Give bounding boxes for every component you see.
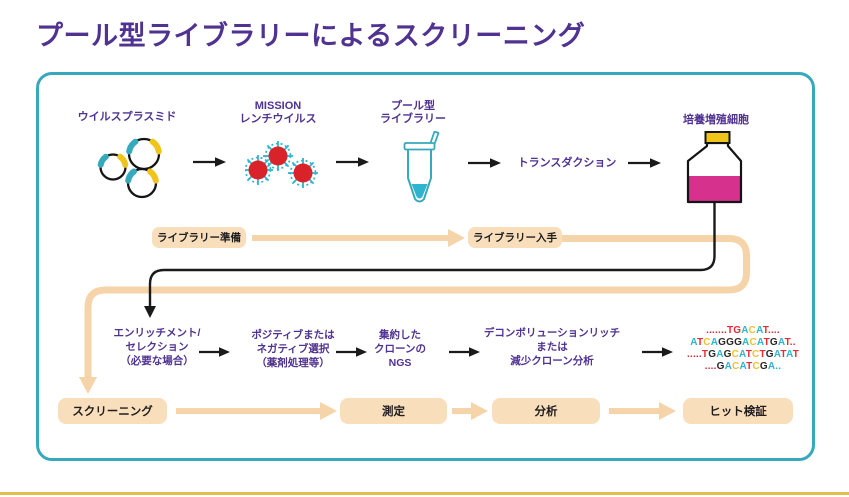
plasmid-icon [97,137,162,199]
phase-measurement-box: 測定 [340,398,447,424]
arrow-right-icon [193,157,226,167]
phase-analysis-label: 分析 [534,406,558,418]
black-elbow-connector [144,203,716,318]
library-prepare-label: ライブラリー準備 [157,232,241,244]
label-cultured-cells: 培養増殖細胞 [683,114,749,126]
library-prepare-box: ライブラリー準備 [152,227,246,248]
peach-arrow-icon [452,402,488,420]
phase-analysis-box: 分析 [492,398,600,424]
culture-flask-icon [686,131,743,204]
phase-hit-validation-label: ヒット検証 [709,406,767,418]
label-virus-plasmid: ウイルスプラスミド [77,111,177,123]
lentivirus-icon [245,140,319,189]
arrow-right-icon [336,157,369,167]
label-enrichment-selection: エンリッチメント/ セレクション （必要な場合） [113,327,201,367]
phase-hit-validation-box: ヒット検証 [683,398,793,424]
bottom-gold-rule [0,492,849,495]
arrow-right-icon [336,347,367,357]
arrow-right-icon [468,158,501,168]
peach-arrow-icon [609,402,676,420]
page-title: プール型ライブラリーによるスクリーニング [36,21,586,51]
peach-loop-connector [79,235,750,394]
arrow-right-icon [199,347,230,357]
label-pool-library: プール型 ライブラリー [380,100,446,125]
phase-screening-box: スクリーニング [58,398,167,424]
peach-arrow-icon [176,402,337,420]
label-mission-lentivirus: MISSION レンチウイルス [239,100,317,125]
arrow-right-icon [449,347,480,357]
label-deconvolution-analysis: デコンボリューションリッチ または 減少クローン分析 [483,327,621,367]
library-obtain-label: ライブラリー入手 [473,232,557,244]
dna-sequence: .......TGACAT....ATCAGGGACATGAT.......TG… [687,325,799,372]
label-positive-negative-selection: ポジティブまたは ネガティブ選択 （薬剤処理等） [251,329,335,369]
tube-icon [403,131,440,203]
label-pooled-clone-ngs: 集約した クローンの NGS [374,329,426,369]
arrow-right-icon [642,347,673,357]
peach-arrow-icon [252,229,465,247]
diagram-frame [36,72,815,461]
arrow-right-icon [628,158,661,168]
phase-measurement-label: 測定 [382,406,405,418]
library-obtain-box: ライブラリー入手 [468,227,562,248]
phase-screening-label: スクリーニング [72,406,153,418]
label-transduction: トランスダクション [517,157,617,169]
